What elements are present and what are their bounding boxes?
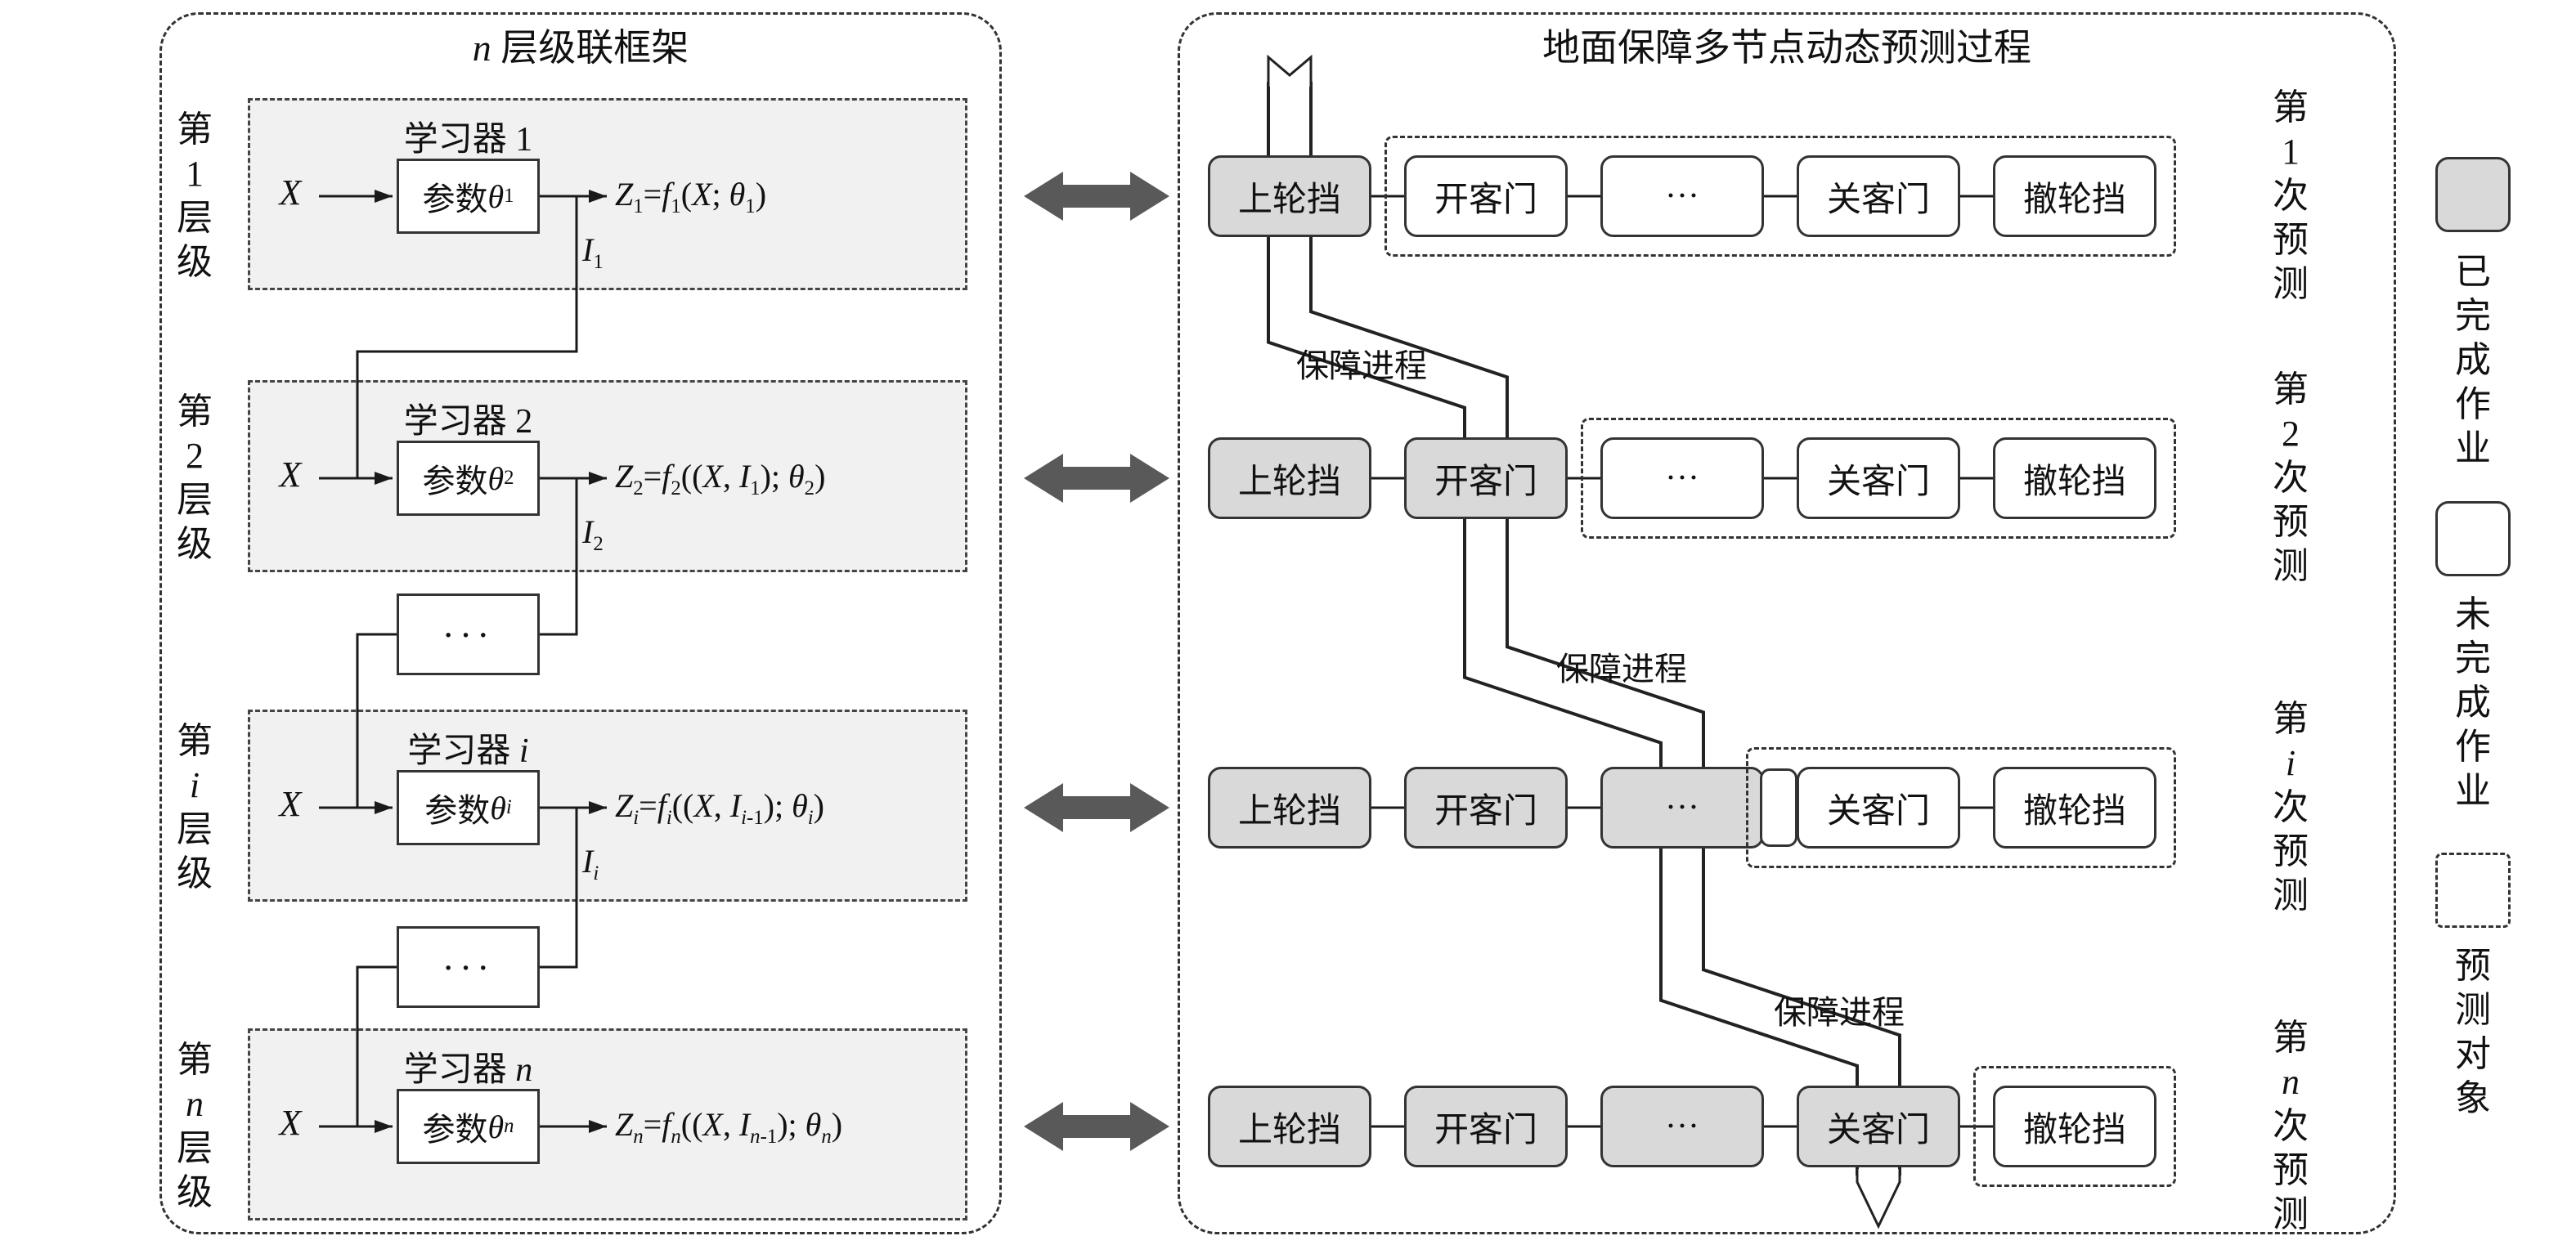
partial-node-ri <box>1760 768 1797 847</box>
output-formula-2: Z2=f2((X, I1); θ2) <box>615 458 826 499</box>
dots-box-1: ··· <box>397 593 540 675</box>
legend-prediction-swatch <box>2435 853 2511 928</box>
row-label-1: 第1次预测 <box>2273 87 2309 304</box>
task-node-rn-c5: 撤轮挡 <box>1993 1086 2156 1167</box>
progress-ribbon-fill <box>1270 82 1898 1176</box>
task-node-r2-c3: ··· <box>1600 437 1764 519</box>
level-block-n <box>248 1028 967 1220</box>
progress-label-2: 保障进程 <box>1556 651 1687 687</box>
prediction-box-2 <box>1581 418 2176 539</box>
task-node-r1-c1: 上轮挡 <box>1208 155 1371 237</box>
input-label-n: X <box>279 1103 302 1143</box>
prediction-box-i <box>1746 747 2176 868</box>
progress-label-3: 保障进程 <box>1774 994 1905 1031</box>
progress-ribbon-end <box>1856 1169 1901 1229</box>
feedback-label-i: Ii <box>582 843 599 884</box>
task-node-ri-c1: 上轮挡 <box>1208 767 1371 849</box>
link-arrow-2 <box>1024 454 1169 503</box>
prediction-box-n <box>1973 1066 2176 1187</box>
level-block-i <box>248 710 967 902</box>
level-label-i: 第i层级 <box>177 721 213 893</box>
row-label-2: 第2次预测 <box>2273 369 2309 586</box>
level-block-2 <box>248 380 967 572</box>
task-node-ri-c2: 开客门 <box>1404 767 1568 849</box>
feedback-label-2: I2 <box>582 513 604 555</box>
task-node-r1-c2: 开客门 <box>1404 155 1568 237</box>
task-node-r1-c3: ··· <box>1600 155 1764 237</box>
legend-uncompleted-label: 未完成作业 <box>2455 594 2491 811</box>
task-node-ri-c5: 撤轮挡 <box>1993 767 2156 849</box>
output-formula-1: Z1=f1(X; θ1) <box>615 176 767 217</box>
task-node-r2-c1: 上轮挡 <box>1208 437 1371 519</box>
legend-prediction-label: 预测对象 <box>2455 946 2491 1118</box>
task-node-rn-c4: 关客门 <box>1797 1086 1960 1167</box>
task-node-r2-c4: 关客门 <box>1797 437 1960 519</box>
row-label-n: 第n次预测 <box>2273 1018 2309 1234</box>
input-label-1: X <box>279 172 302 213</box>
task-node-rn-c3: ··· <box>1600 1086 1764 1167</box>
task-node-r2-c2: 开客门 <box>1404 437 1568 519</box>
level-label-2: 第2层级 <box>177 392 213 564</box>
legend-uncompleted-swatch <box>2435 501 2511 576</box>
link-arrow-4 <box>1024 1102 1169 1151</box>
task-node-r1-c4: 关客门 <box>1797 155 1960 237</box>
level-label-n: 第n层级 <box>177 1040 213 1212</box>
task-node-rn-c2: 开客门 <box>1404 1086 1568 1167</box>
learner-label-1: 学习器 1 <box>403 121 533 159</box>
row-label-i: 第i次预测 <box>2273 699 2309 916</box>
left-panel-title: n 层级联框架 <box>472 27 689 69</box>
output-formula-n: Zn=fn((X, In-1); θn) <box>615 1106 843 1148</box>
input-label-i: X <box>279 784 302 824</box>
progress-label-1: 保障进程 <box>1296 347 1427 384</box>
legend-completed-label: 已完成作业 <box>2455 252 2491 468</box>
progress-ribbon-start <box>1267 54 1313 87</box>
output-formula-i: Zi=fi((X, Ii-1); θi) <box>615 787 824 829</box>
level-block-1 <box>248 98 967 290</box>
task-node-ri-c3: ··· <box>1600 767 1764 849</box>
feedback-label-1: I1 <box>582 231 604 273</box>
link-arrow-1 <box>1024 172 1169 221</box>
left-panel <box>159 12 1002 1234</box>
task-node-ri-c4: 关客门 <box>1797 767 1960 849</box>
task-node-r2-c5: 撤轮挡 <box>1993 437 2156 519</box>
input-label-2: X <box>279 455 302 495</box>
right-panel-title: 地面保障多节点动态预测过程 <box>1542 27 2031 69</box>
prediction-box-1 <box>1384 136 2176 257</box>
link-arrow-3 <box>1024 783 1169 832</box>
right-panel <box>1178 12 2396 1234</box>
legend-completed-swatch <box>2435 157 2511 232</box>
task-node-rn-c1: 上轮挡 <box>1208 1086 1371 1167</box>
learner-label-2: 学习器 2 <box>403 403 533 441</box>
learner-label-i: 学习器 i <box>407 732 529 770</box>
level-label-1: 第1层级 <box>177 110 213 282</box>
dots-box-2: ··· <box>397 926 540 1008</box>
task-node-r1-c5: 撤轮挡 <box>1993 155 2156 237</box>
learner-label-n: 学习器 n <box>403 1051 533 1089</box>
